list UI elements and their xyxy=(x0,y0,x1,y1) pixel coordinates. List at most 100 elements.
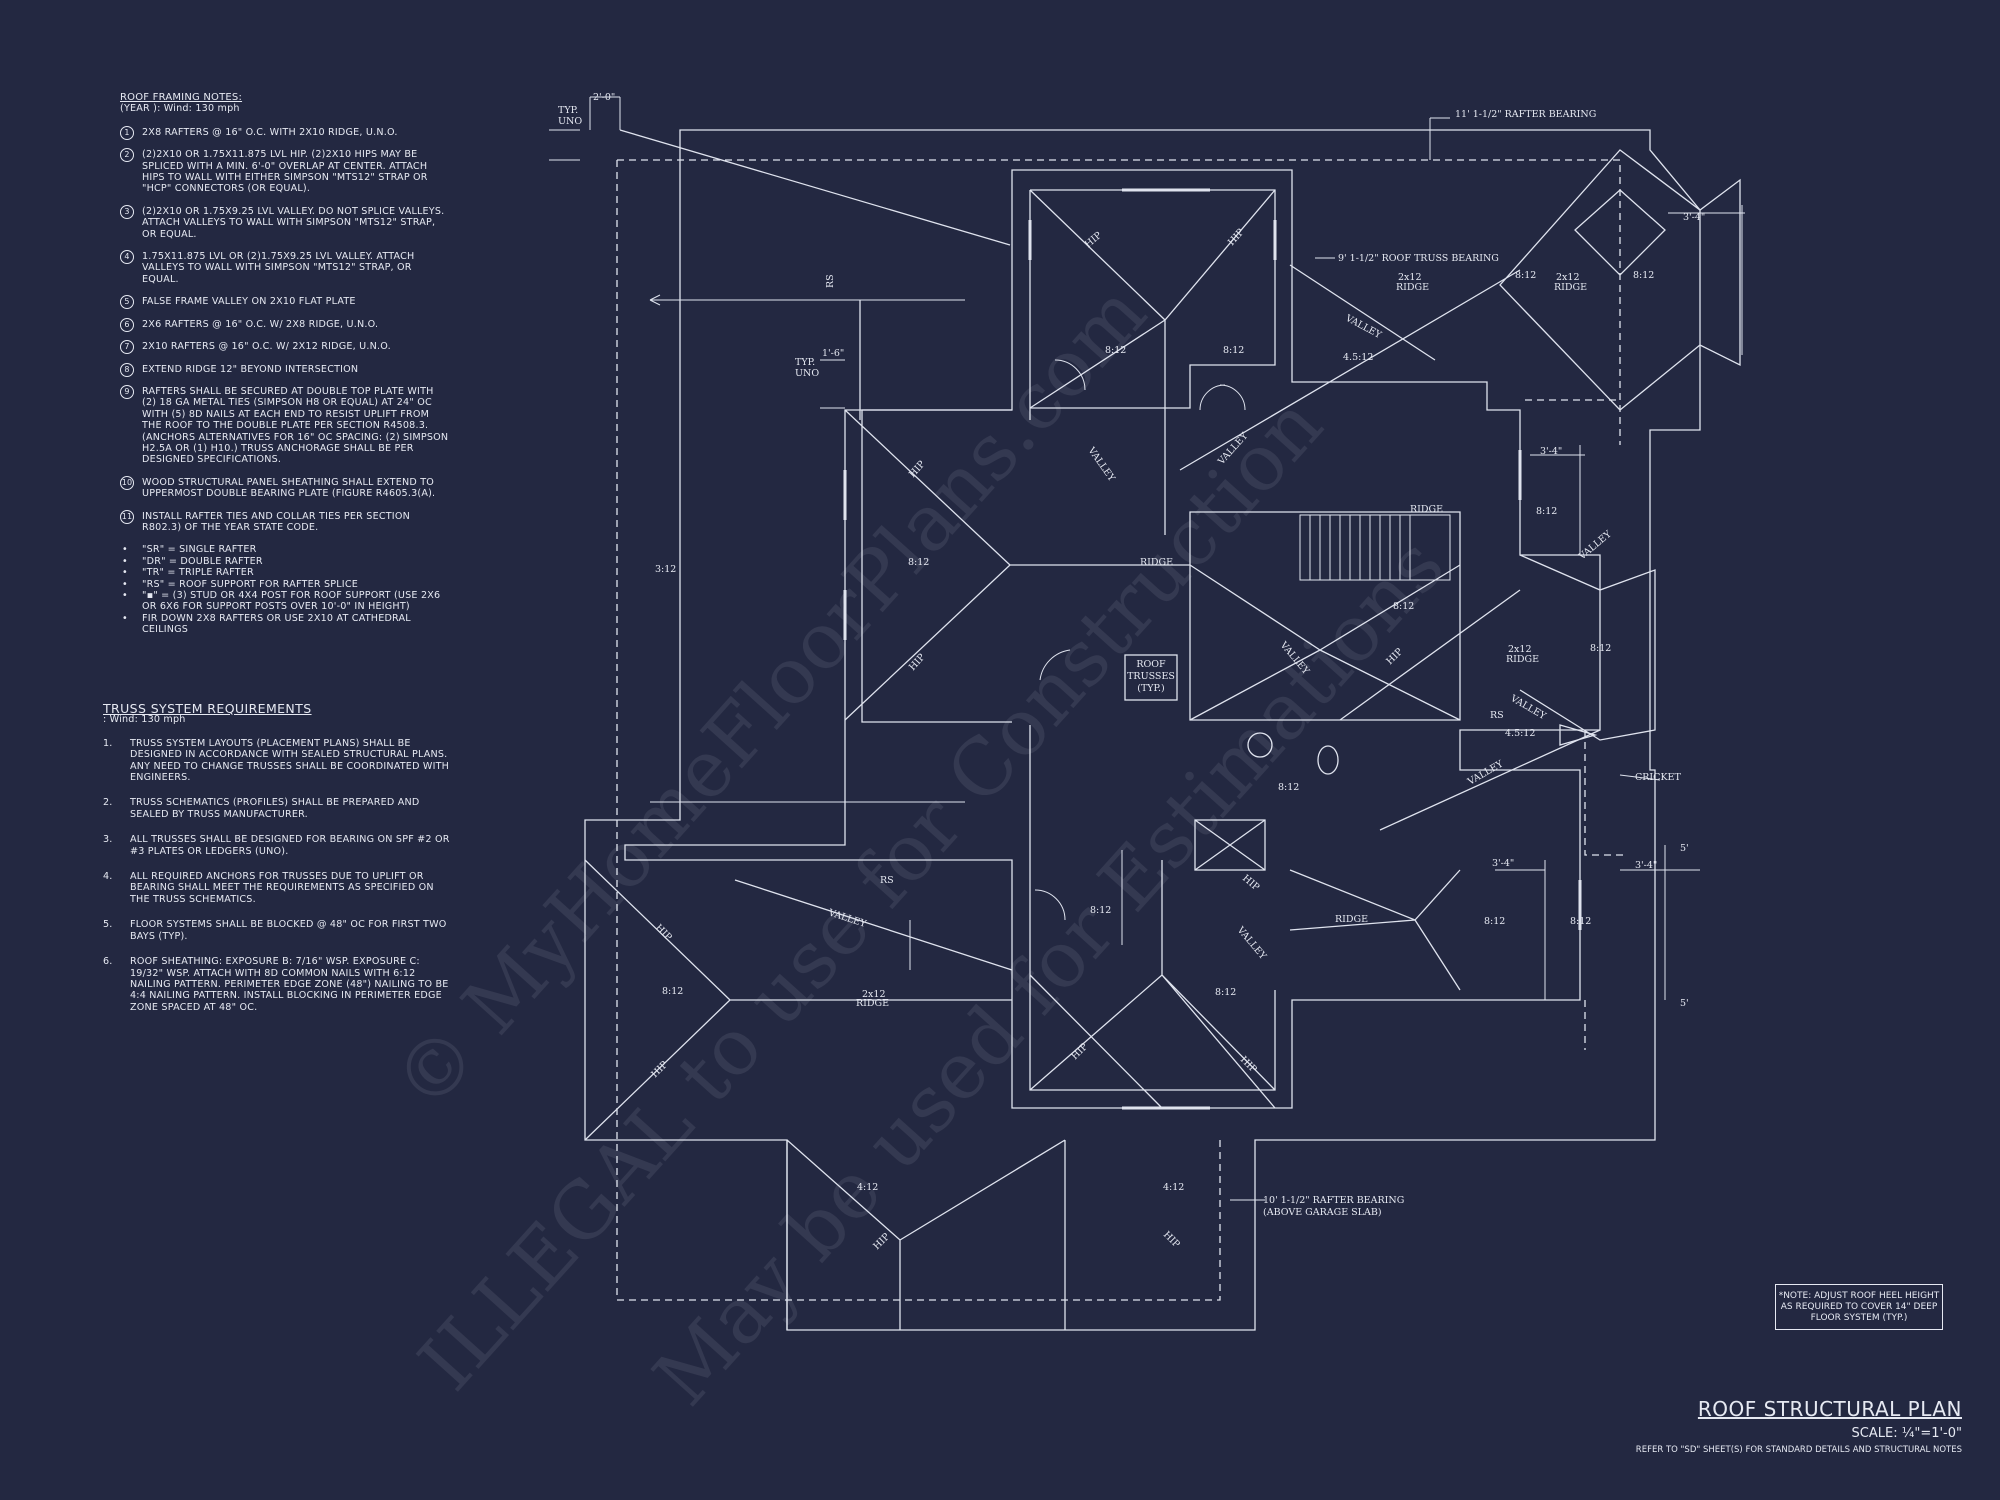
bay-right xyxy=(1499,149,1741,411)
dim-5-a: 5' xyxy=(1680,843,1689,854)
roof-notes-bullets: "SR" = SINGLE RAFTER"DR" = DOUBLE RAFTER… xyxy=(120,544,450,635)
ridge-2x12-right: 2x12 xyxy=(1508,644,1532,655)
hip-label-9: HIP xyxy=(649,1059,670,1080)
hip-lines xyxy=(1029,189,1276,535)
hip-label-11: HIP xyxy=(871,1231,892,1252)
valley-label-5: VALLEY xyxy=(1234,924,1269,962)
roof-trusses-label-2: TRUSSES xyxy=(1127,671,1175,682)
pitch-4: 8:12 xyxy=(1393,601,1414,612)
truss-note-number: 3. xyxy=(103,834,113,846)
hip-lines-center xyxy=(1189,564,1461,721)
note-number-circle: 4 xyxy=(120,250,134,265)
cricket xyxy=(1559,724,1598,746)
hip-label-12: HIP xyxy=(1161,1229,1182,1250)
hip-lines-bottom-left xyxy=(584,859,1012,1141)
uno-label-2: UNO xyxy=(795,368,819,379)
rs-label-3: RS xyxy=(1490,710,1504,721)
roof-notes-list: 12x8 RAFTERS @ 16" O.C. WITH 2X10 RIDGE,… xyxy=(120,125,450,534)
hip-label-10: HIP xyxy=(653,922,674,943)
window-marks xyxy=(843,188,1582,1110)
roof-notes-subtitle: (YEAR ): Wind: 130 mph xyxy=(120,103,240,115)
ridge-label-bay: RIDGE xyxy=(1554,282,1587,293)
roof-note-bullet: FIR DOWN 2x8 RAFTERS OR USE 2x10 AT CATH… xyxy=(120,613,450,636)
truss-note-item: 3.ALL TRUSSES SHALL BE DESIGNED FOR BEAR… xyxy=(103,834,453,857)
ridge-label-stair: RIDGE xyxy=(1410,504,1443,515)
roof-note-text: 1.75x11.875 LVL OR (2)1.75x9.25 LVL VALL… xyxy=(142,251,415,285)
dim-3-4-d: 3'-4" xyxy=(1635,860,1657,871)
pitch-45-12-b: 4.5:12 xyxy=(1505,728,1535,739)
note-number-circle: 2 xyxy=(120,148,134,163)
truss-note-number: 4. xyxy=(103,871,113,883)
roof-note-text: EXTEND RIDGE 12" BEYOND INTERSECTION xyxy=(142,363,359,375)
truss-note-number: 6. xyxy=(103,956,113,968)
pitch-10: 8:12 xyxy=(662,986,683,997)
pitch-5: 8:12 xyxy=(1278,782,1299,793)
truss-note-item: 4.ALL REQUIRED ANCHORS FOR TRUSSES DUE T… xyxy=(103,871,453,905)
dimension-lines xyxy=(549,96,1745,1000)
ridge-label-right-bay: RIDGE xyxy=(1506,654,1539,665)
ridge-label-right: RIDGE xyxy=(1335,914,1368,925)
stair xyxy=(1299,514,1451,581)
roof-note-item: 3(2)2x10 OR 1.75x9.25 LVL VALLEY. DO NOT… xyxy=(120,204,450,240)
hip-label-3: HIP xyxy=(907,458,928,480)
roof-notes-title: ROOF FRAMING NOTES: xyxy=(120,92,243,103)
pitch-2: 8:12 xyxy=(1223,345,1244,356)
roof-note-item: 72x10 RAFTERS @ 16" O.C. W/ 2x12 RIDGE, … xyxy=(120,340,450,355)
shower-x xyxy=(1194,819,1266,871)
roof-trusses-label-3: (TYP.) xyxy=(1137,683,1165,694)
roof-framing-notes: ROOF FRAMING NOTES: (YEAR ): Wind: 130 m… xyxy=(120,92,450,636)
pitch-3-12: 3:12 xyxy=(655,564,676,575)
uno-label: UNO xyxy=(558,116,582,127)
hip-lines-right xyxy=(1289,869,1461,991)
truss-bearing-label: 9' 1-1/2" ROOF TRUSS BEARING xyxy=(1338,253,1499,264)
bay-right-lower xyxy=(1519,554,1656,741)
pitch-3: 8:12 xyxy=(908,557,929,568)
truss-note-item: 1.TRUSS SYSTEM LAYOUTS (PLACEMENT PLANS)… xyxy=(103,738,453,784)
truss-note-text: ROOF SHEATHING: EXPOSURE B: 7/16" WSP. E… xyxy=(130,956,449,1013)
truss-note-item: 2.TRUSS SCHEMATICS (PROFILES) SHALL BE P… xyxy=(103,797,453,820)
bearing-line-dashed xyxy=(616,159,1621,1301)
truss-note-item: 5.FLOOR SYSTEMS SHALL BE BLOCKED @ 48" O… xyxy=(103,919,453,942)
pitch-12: 8:12 xyxy=(1590,643,1611,654)
note-number-circle: 10 xyxy=(120,475,134,490)
eave-outline xyxy=(584,129,1701,1331)
truss-note-text: TRUSS SYSTEM LAYOUTS (PLACEMENT PLANS) S… xyxy=(130,737,450,784)
roof-note-item: 2(2)2x10 OR 1.75x11.875 LVL HIP. (2)2x10… xyxy=(120,148,450,195)
truss-system-requirements: TRUSS SYSTEM REQUIREMENTS : Wind: 130 mp… xyxy=(103,701,453,1027)
pitch-4-12-a: 4:12 xyxy=(857,1182,878,1193)
roof-note-text: FALSE FRAME VALLEY ON 2x10 FLAT PLATE xyxy=(142,296,356,308)
truss-title: TRUSS SYSTEM REQUIREMENTS xyxy=(103,701,312,716)
note-number-circle: 6 xyxy=(120,317,134,332)
dim-3-4-a: 3'-4" xyxy=(1683,212,1705,223)
roof-note-bullet: "RS" = ROOF SUPPORT FOR RAFTER SPLICE xyxy=(120,579,450,591)
roof-note-text: RAFTERS SHALL BE SECURED AT DOUBLE TOP P… xyxy=(142,385,449,466)
valley-label-1: VALLEY xyxy=(1343,312,1384,341)
ridge-2x12-left: 2x12 xyxy=(862,989,886,1000)
roof-note-item: 10 WOOD STRUCTURAL PANEL SHEATHING SHALL … xyxy=(120,475,450,500)
rs-label-2: RS xyxy=(880,875,894,886)
roof-note-bullet: "SR" = SINGLE RAFTER xyxy=(120,544,450,556)
ridge-2x12-top: 2x12 xyxy=(1398,272,1422,283)
hip-label-1: HIP xyxy=(1083,230,1105,251)
typ-label: TYP. xyxy=(558,105,578,116)
garage-bearing-label-1: 10' 1-1/2" RAFTER BEARING xyxy=(1263,1195,1404,1206)
valley-label-4: VALLEY xyxy=(1277,639,1312,677)
hip-lines-bottom xyxy=(1029,860,1276,1109)
garage-bearing-label-2: (ABOVE GARAGE SLAB) xyxy=(1263,1207,1382,1218)
hip-label-8: HIP xyxy=(1238,1054,1259,1075)
garage-roof xyxy=(786,1139,1066,1330)
pitch-14: 8:12 xyxy=(1633,270,1654,281)
note-number-circle: 11 xyxy=(120,509,134,524)
dim-1-6: 1'-6" xyxy=(822,348,844,359)
truss-note-item: 6. ROOF SHEATHING: EXPOSURE B: 7/16" WSP.… xyxy=(103,956,453,1013)
hip-lines-left xyxy=(844,409,1190,721)
roof-note-item: 4 1.75x11.875 LVL OR (2)1.75x9.25 LVL VAL… xyxy=(120,250,450,285)
roof-trusses-box xyxy=(1124,654,1178,701)
sink-fixture xyxy=(1247,732,1273,758)
pitch-8: 8:12 xyxy=(1484,916,1505,927)
roof-note-text: WOOD STRUCTURAL PANEL SHEATHING SHALL EX… xyxy=(142,476,436,500)
